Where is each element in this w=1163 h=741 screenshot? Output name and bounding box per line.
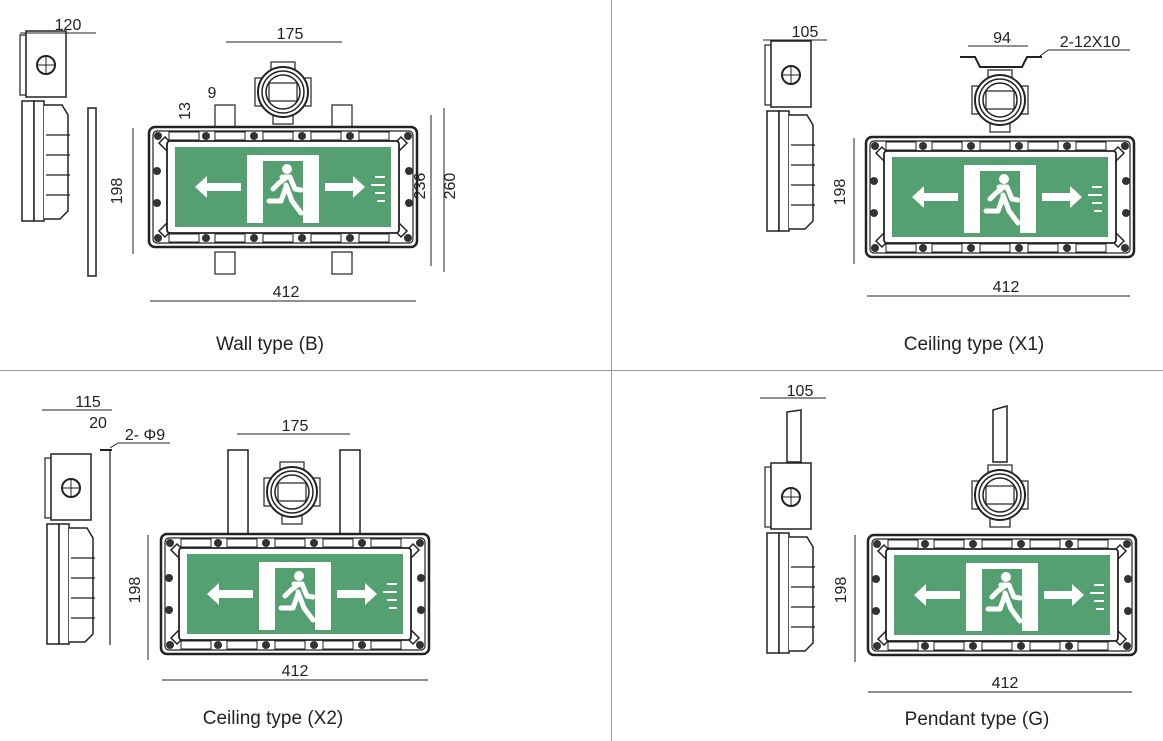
junction-box [971, 69, 1029, 133]
junction-box [971, 464, 1029, 528]
dim-holes: 2- Φ9 [125, 427, 165, 444]
pipe-right [339, 449, 361, 535]
dim-height: 198 [109, 178, 126, 205]
dim-width: 412 [273, 284, 300, 301]
caption-ceiling-x1: Ceiling type (X1) [903, 334, 1045, 355]
dim-height: 198 [832, 179, 849, 206]
panel-pendant: 105 198 412 [760, 383, 1136, 693]
panel-ceiling-x1: 105 94 2-12X10 198 412 [763, 24, 1134, 297]
caption-wall-type: Wall type (B) [215, 334, 325, 355]
dim-hole: 9 [208, 85, 217, 102]
dim-inner-height: 236 [412, 173, 429, 200]
caption-ceiling-x2: Ceiling type (X2) [202, 708, 344, 729]
dim-pipe-spacing: 175 [282, 418, 309, 435]
dim-slot: 2-12X10 [1060, 34, 1121, 51]
panel-ceiling-x2: 115 20 2- Φ9 175 198 412 [42, 394, 429, 681]
pipe-left [227, 449, 249, 535]
dim-height: 198 [833, 577, 850, 604]
dim-width: 412 [282, 663, 309, 680]
side-view [764, 40, 816, 232]
dim-bracket-spacing: 94 [993, 30, 1011, 47]
side-view [44, 453, 96, 645]
dim-height: 198 [127, 577, 144, 604]
exit-sign-body [868, 535, 1136, 655]
dim-offset: 13 [177, 102, 194, 120]
pendant-pipe [992, 405, 1008, 463]
dim-mount-spacing: 175 [277, 26, 304, 43]
side-view [19, 30, 71, 222]
dim-total-height: 260 [442, 173, 459, 200]
junction-box [263, 461, 321, 525]
horizontal-divider [0, 370, 1163, 371]
dim-side-width: 120 [55, 17, 82, 34]
panel-wall-type: 120 175 9 13 198 236 260 412 [19, 17, 459, 302]
dim-side-width: 115 [75, 394, 101, 411]
junction-box [254, 61, 312, 125]
dim-side-width: 105 [787, 383, 814, 400]
side-view [764, 462, 816, 654]
dim-side-width: 105 [792, 24, 819, 41]
wall-plate [87, 107, 97, 277]
dim-width: 412 [993, 279, 1020, 296]
caption-pendant: Pendant type (G) [904, 709, 1050, 730]
exit-sign-body [866, 137, 1134, 257]
exit-sign-body [161, 534, 429, 654]
dim-width: 412 [992, 675, 1019, 692]
dim-pipe-offset: 20 [89, 415, 107, 432]
exit-sign-body [149, 127, 417, 247]
